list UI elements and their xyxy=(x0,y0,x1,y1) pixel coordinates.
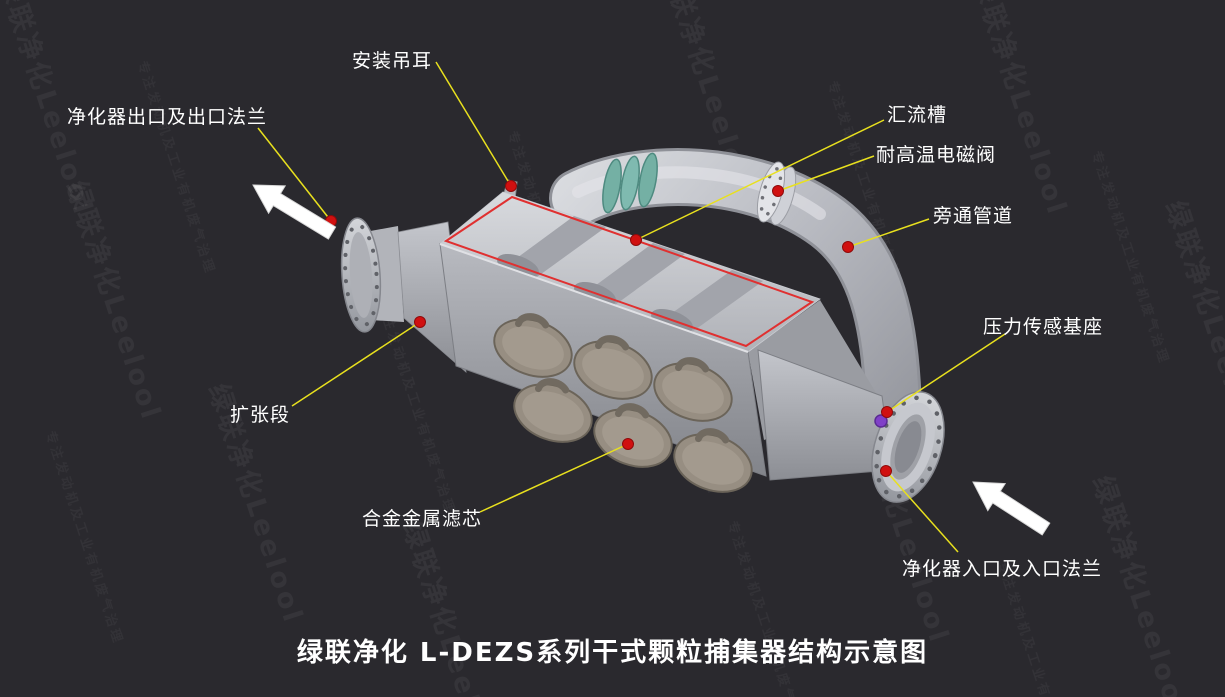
marker-dot xyxy=(842,241,854,253)
label-bypass-pipe: 旁通管道 xyxy=(933,201,1013,228)
diagram-title: 绿联净化 L-DEZS系列干式颗粒捕集器结构示意图 xyxy=(296,638,929,668)
filter-element xyxy=(493,313,573,378)
marker-dot xyxy=(772,185,784,197)
label-text: 净化器出口及出口法兰 xyxy=(67,106,268,128)
label-inlet-flange: 净化器入口及入口法兰 xyxy=(902,554,1102,581)
marker-dot xyxy=(630,234,642,246)
label-text: 合金金属滤芯 xyxy=(362,508,483,530)
clamp-rings xyxy=(602,152,658,214)
label-solenoid-valve: 耐高温电磁阀 xyxy=(876,140,996,167)
filter-element xyxy=(653,357,733,422)
filter-elements xyxy=(493,313,753,493)
leader-lines xyxy=(257,61,1006,553)
label-text: 压力传感基座 xyxy=(983,316,1104,338)
inlet-flange xyxy=(871,391,945,503)
label-text: 汇流槽 xyxy=(887,104,948,126)
filter-element xyxy=(573,335,653,400)
label-text: 净化器入口及入口法兰 xyxy=(902,558,1103,580)
inlet-arrow xyxy=(972,481,1051,536)
filter-element xyxy=(673,428,753,493)
label-text: 旁通管道 xyxy=(933,205,1014,227)
confluence-frame xyxy=(443,195,815,348)
label-filter-element: 合金金属滤芯 xyxy=(362,504,482,531)
label-outlet-flange: 净化器出口及出口法兰 xyxy=(67,102,267,129)
marker-dot xyxy=(622,438,634,450)
label-mounting-lug: 安装吊耳 xyxy=(352,46,432,73)
marker-dot xyxy=(505,180,517,192)
label-text: 扩张段 xyxy=(230,404,291,426)
label-pressure-sensor-base: 压力传感基座 xyxy=(983,312,1103,339)
label-confluence-channel: 汇流槽 xyxy=(887,100,947,127)
body-top-face xyxy=(439,191,821,353)
label-text: 安装吊耳 xyxy=(352,50,433,72)
marker-dot xyxy=(414,316,426,328)
marker-dot xyxy=(880,465,892,477)
outlet-arrow xyxy=(252,184,337,240)
filter-element xyxy=(513,378,593,443)
label-expansion-section: 扩张段 xyxy=(230,400,290,427)
marker-dot xyxy=(881,406,893,418)
solenoid-valve-flange xyxy=(756,161,797,226)
label-text: 耐高温电磁阀 xyxy=(876,144,997,166)
pressure-sensor-base-dot xyxy=(874,414,888,428)
